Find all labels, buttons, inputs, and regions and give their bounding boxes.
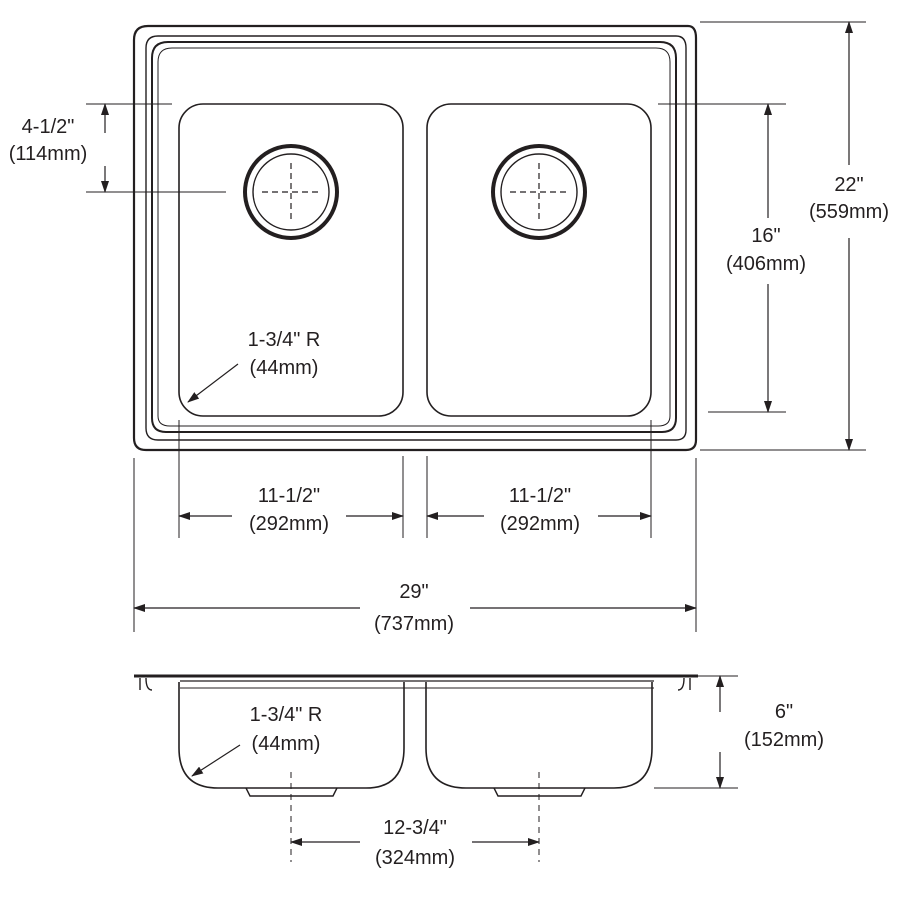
- overall-width-metric: (737mm): [374, 613, 454, 635]
- right-bowl-width-dimension: 11-1/2" (292mm): [426, 485, 652, 535]
- bowl-depth-dimension: 16" (406mm): [658, 103, 806, 413]
- bowl-depth-imperial: 16": [751, 225, 780, 247]
- side-view: 1-3/4" R (44mm) 6" (152mm) 12-3/4" (324m…: [134, 674, 824, 869]
- drain-offset-dimension: 4-1/2" (114mm): [9, 103, 226, 193]
- corner-radius-imperial: 1-3/4" R: [248, 329, 321, 351]
- bowl-height-metric: (152mm): [744, 729, 824, 751]
- side-corner-radius-callout: 1-3/4" R (44mm): [191, 704, 323, 777]
- top-view: 4-1/2" (114mm) 22" (559mm) 16" (406mm) 1…: [9, 21, 889, 635]
- drain-spacing-metric: (324mm): [375, 847, 455, 869]
- right-bowl: [426, 103, 652, 417]
- right-drain: [491, 144, 587, 240]
- side-left-bowl: [178, 682, 405, 789]
- drain-offset-imperial: 4-1/2": [22, 116, 75, 138]
- right-bowl-width-metric: (292mm): [500, 513, 580, 535]
- side-corner-radius-imperial: 1-3/4" R: [250, 704, 323, 726]
- left-bowl-width-dimension: 11-1/2" (292mm): [178, 485, 404, 535]
- overall-depth-dimension: 22" (559mm): [700, 21, 889, 451]
- bowl-depth-metric: (406mm): [726, 253, 806, 275]
- sink-outer-rim: [132, 24, 698, 452]
- drain-spacing-dimension: 12-3/4" (324mm): [290, 817, 540, 869]
- left-bowl-width-imperial: 11-1/2": [258, 485, 320, 507]
- sink-rim-inner-edge: [145, 35, 687, 441]
- right-bowl-width-imperial: 11-1/2": [509, 485, 571, 507]
- bowl-height-imperial: 6": [775, 701, 793, 723]
- overall-depth-metric: (559mm): [809, 201, 889, 223]
- sink-deck-edge-inner: [157, 47, 671, 427]
- left-drain: [243, 144, 339, 240]
- overall-depth-imperial: 22": [834, 174, 863, 196]
- bowl-height-dimension: 6" (152mm): [654, 675, 824, 789]
- drain-offset-metric: (114mm): [9, 143, 88, 165]
- side-corner-radius-metric: (44mm): [252, 733, 321, 755]
- corner-radius-metric: (44mm): [250, 357, 319, 379]
- left-bowl: [178, 103, 404, 417]
- corner-radius-callout: 1-3/4" R (44mm): [187, 329, 321, 403]
- left-bowl-width-metric: (292mm): [249, 513, 329, 535]
- drain-spacing-imperial: 12-3/4": [383, 817, 447, 839]
- sink-deck-edge: [151, 41, 677, 433]
- overall-width-dimension: 29" (737mm): [133, 581, 697, 635]
- side-right-bowl: [425, 682, 653, 789]
- overall-width-imperial: 29": [399, 581, 428, 603]
